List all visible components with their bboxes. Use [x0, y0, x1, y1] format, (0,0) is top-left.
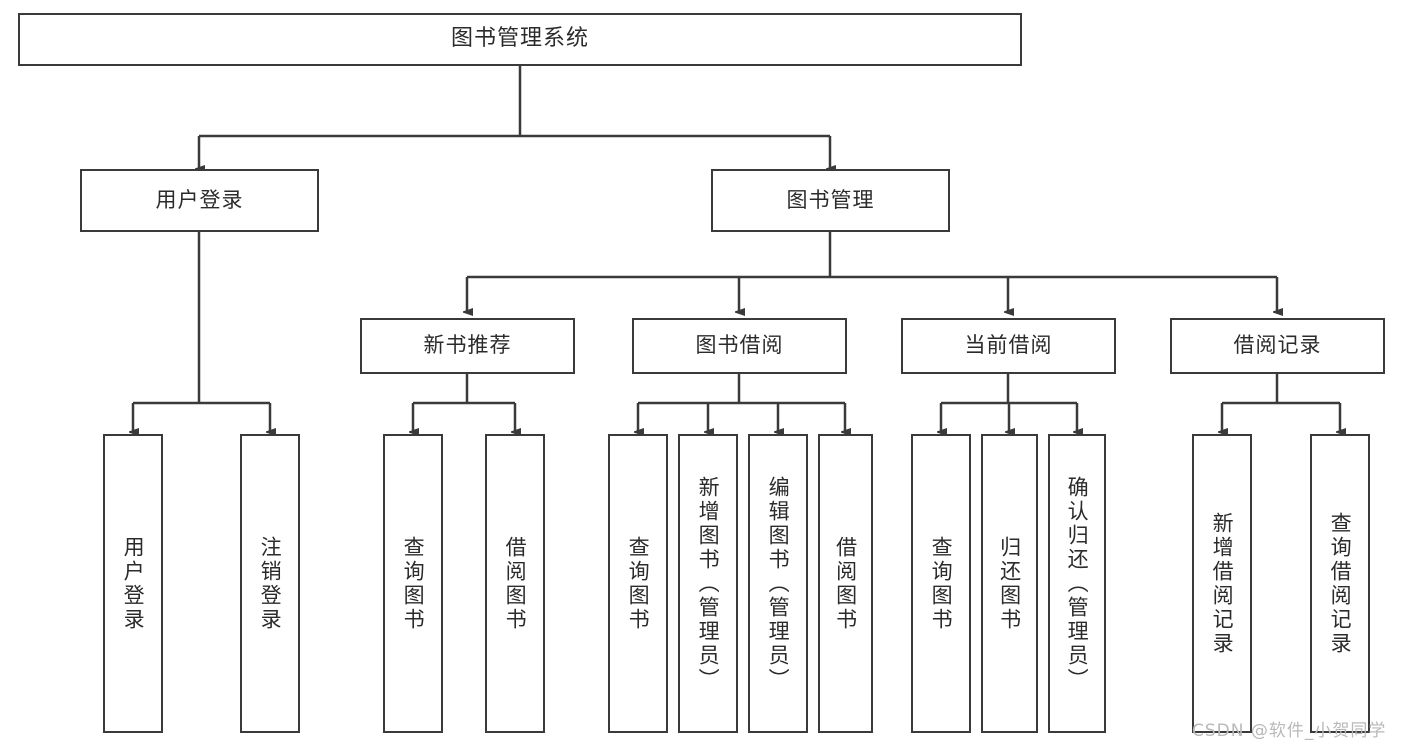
node-label: 注销登录	[258, 535, 283, 632]
node-label: 查询图书	[401, 535, 426, 632]
node-label: 查询图书	[626, 535, 651, 632]
node-label: 新增图书（管理员）	[696, 475, 721, 692]
node-label: 图书管理	[786, 187, 875, 212]
leaf-borrow-edit-book-admin[interactable]: 编辑图书（管理员）	[748, 434, 808, 733]
node-label: 当前借阅	[964, 333, 1053, 358]
leaf-new-book-query[interactable]: 查询图书	[383, 434, 443, 733]
leaf-record-query-record[interactable]: 查询借阅记录	[1310, 434, 1370, 733]
node-label: 编辑图书（管理员）	[766, 475, 791, 692]
node-label: 借阅图书	[833, 535, 858, 632]
node-label: 查询借阅记录	[1328, 511, 1353, 656]
leaf-record-add-record[interactable]: 新增借阅记录	[1192, 434, 1252, 733]
node-label: 图书管理系统	[450, 26, 589, 52]
node-label: 归还图书	[997, 535, 1022, 632]
node-root-book-management-system[interactable]: 图书管理系统	[18, 13, 1022, 66]
node-label: 借阅记录	[1233, 333, 1322, 358]
node-label: 确认归还（管理员）	[1065, 475, 1090, 692]
node-user-login[interactable]: 用户登录	[80, 169, 319, 232]
node-label: 新增借阅记录	[1210, 511, 1235, 656]
node-borrow-record[interactable]: 借阅记录	[1170, 318, 1385, 374]
node-label: 用户登录	[121, 535, 146, 632]
node-book-borrow[interactable]: 图书借阅	[632, 318, 847, 374]
node-label: 图书借阅	[695, 333, 784, 358]
leaf-borrow-borrow-book[interactable]: 借阅图书	[818, 434, 873, 733]
leaf-new-book-borrow[interactable]: 借阅图书	[485, 434, 545, 733]
leaf-user-login-login[interactable]: 用户登录	[103, 434, 163, 733]
leaf-borrow-query-book[interactable]: 查询图书	[608, 434, 668, 733]
node-label: 新书推荐	[423, 333, 512, 358]
node-current-borrow[interactable]: 当前借阅	[901, 318, 1116, 374]
node-label: 用户登录	[155, 187, 244, 212]
leaf-borrow-add-book-admin[interactable]: 新增图书（管理员）	[678, 434, 738, 733]
leaf-current-return-book[interactable]: 归还图书	[981, 434, 1038, 733]
leaf-current-confirm-return-admin[interactable]: 确认归还（管理员）	[1048, 434, 1106, 733]
node-new-book-recommend[interactable]: 新书推荐	[360, 318, 575, 374]
leaf-current-query-book[interactable]: 查询图书	[911, 434, 971, 733]
csdn-watermark: CSDN @软件_小贺同学	[1192, 721, 1387, 741]
node-label: 借阅图书	[503, 535, 528, 632]
node-label: 查询图书	[929, 535, 954, 632]
leaf-user-login-logout[interactable]: 注销登录	[240, 434, 300, 733]
node-book-management[interactable]: 图书管理	[711, 169, 950, 232]
